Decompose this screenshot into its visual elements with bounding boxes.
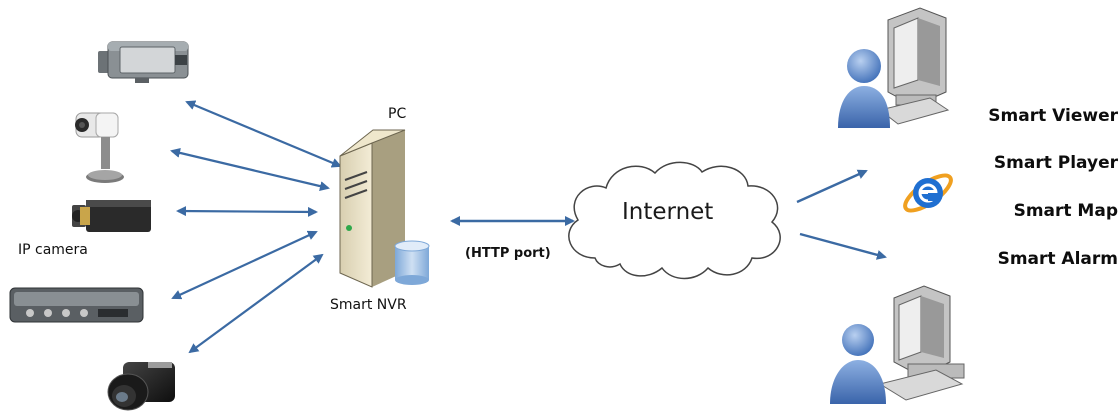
client-app-smart-player: Smart Player — [993, 153, 1118, 173]
database-icon — [394, 240, 430, 285]
link-dome-camera — [170, 147, 330, 192]
link-lens-camera — [188, 253, 324, 354]
link-internet-clients-lower — [799, 232, 887, 260]
pc-label: PC — [388, 106, 407, 122]
link-box-camera — [185, 100, 342, 168]
user-workstation-icon — [838, 7, 950, 128]
ip-camera-label: IP camera — [18, 242, 88, 258]
internet-explorer-icon — [903, 173, 953, 213]
smart-nvr-label: Smart NVR — [330, 297, 407, 313]
client-app-smart-alarm: Smart Alarm — [997, 249, 1118, 269]
dome-camera-icon — [75, 112, 124, 183]
user-workstation-icon-2 — [830, 285, 965, 404]
box-camera-icon — [98, 41, 189, 83]
bullet-camera-icon — [72, 200, 151, 232]
client-links — [796, 169, 887, 260]
client-app-smart-viewer: Smart Viewer — [988, 106, 1118, 126]
internet-label: Internet — [622, 199, 714, 225]
video-server-icon — [9, 287, 144, 323]
cloud-icon — [568, 161, 781, 280]
http-port-label: (HTTP port) — [465, 246, 551, 261]
link-internet-clients-upper — [796, 169, 868, 204]
lens-camera-icon — [107, 362, 175, 411]
camera-links — [170, 100, 342, 354]
server-icon — [339, 129, 430, 288]
link-bullet-camera — [176, 206, 318, 217]
link-video-server — [171, 230, 318, 300]
client-app-smart-map: Smart Map — [1013, 201, 1118, 221]
